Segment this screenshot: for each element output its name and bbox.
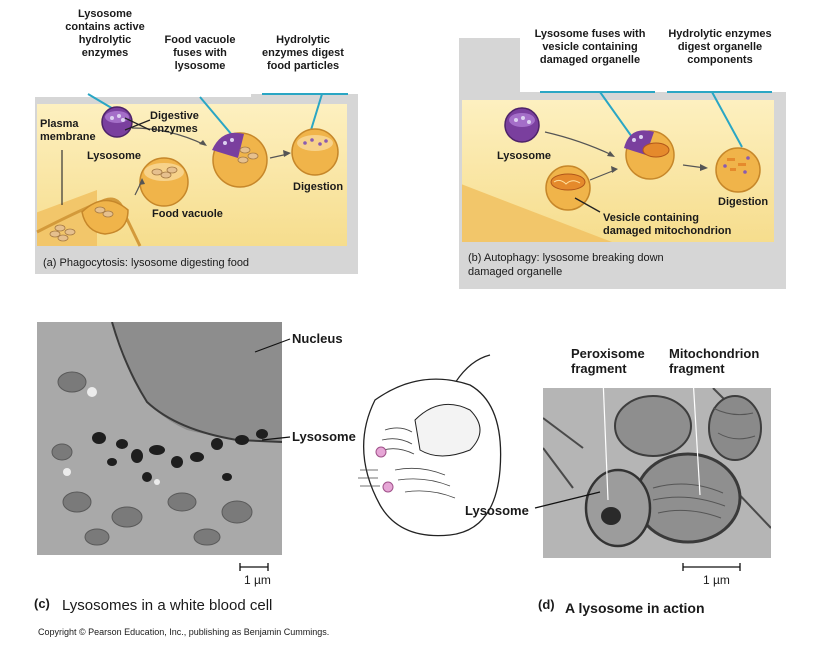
panel-b-label-hydrolytic-digest: Hydrolytic enzymes digest organelle comp… [668,28,772,66]
sketch-lysosome-1 [375,446,387,458]
arrow-b2 [589,169,616,181]
pointer-line-b2 [667,91,772,148]
digestive-enzymes-pointer [124,117,151,131]
panel-a-label-food-vacuole-fuses: Food vacuole fuses with lysosome [164,34,236,72]
lysosome-label-a: Lysosome [87,150,142,162]
scale-bar-c [239,563,269,571]
digestion-label-b: Digestion [718,196,769,208]
panel-d-caption: A lysosome in action [565,600,705,616]
digestive-enzymes-label: Digestive enzymes [150,110,199,135]
nucleus-region [112,322,282,442]
arrow-a2 [131,127,206,146]
panel-c-letter: (c) [34,596,50,611]
forming-vacuole [81,199,129,235]
lysosome-label-d: Lysosome [465,503,529,518]
sketch-lysosome-2 [382,481,394,493]
food-particles [49,224,76,242]
digestion-label-a: Digestion [293,181,344,193]
peroxisome-label: Peroxisome fragment [571,346,645,376]
pointer-line-a3 [262,93,348,131]
panel-b-caption: (b) Autophagy: lysosome breaking down da… [468,252,664,278]
panel-a-label-lysosome-contains: Lysosome contains active hydrolytic enzy… [65,8,145,59]
panel-a-caption: (a) Phagocytosis: lysosome digesting foo… [43,257,250,269]
panel-d-letter: (d) [538,597,555,612]
food-vacuole-label: Food vacuole [152,208,223,220]
scale-bar-d [682,563,741,571]
lysosome-label-b: Lysosome [497,150,552,162]
lysosome-label-c: Lysosome [292,429,356,444]
panel-b-top-white [520,0,786,92]
vesicle-label: Vesicle containing damaged mitochondrion [603,212,732,237]
pointer-line-a1 [87,93,116,111]
arrow-b1 [544,131,613,156]
scale-label-c: 1 µm [244,573,271,587]
plasma-membrane-label: Plasma membrane [40,118,96,143]
vesicle-pointer [574,197,601,213]
pointer-line-b1 [540,91,655,138]
scale-label-d: 1 µm [703,573,730,587]
mitochondrion-label: Mitochondrion fragment [669,346,760,376]
mito-upper [614,395,692,457]
panel-c-caption: Lysosomes in a white blood cell [62,597,273,614]
pointer-line-a2 [199,96,233,136]
copyright-line: Copyright © Pearson Education, Inc., pub… [38,627,330,637]
panel-a-top-white [35,0,251,97]
panel-a-label-hydrolytic-enzymes-digest: Hydrolytic enzymes digest food particles [262,34,344,72]
micrograph-lysosome-in-action [543,388,771,558]
micrograph-white-blood-cell [37,322,282,555]
lysosome-d [584,468,652,548]
panel-b-label-lysosome-fuses: Lysosome fuses with vesicle containing d… [534,28,646,66]
nucleus-label: Nucleus [292,331,343,346]
